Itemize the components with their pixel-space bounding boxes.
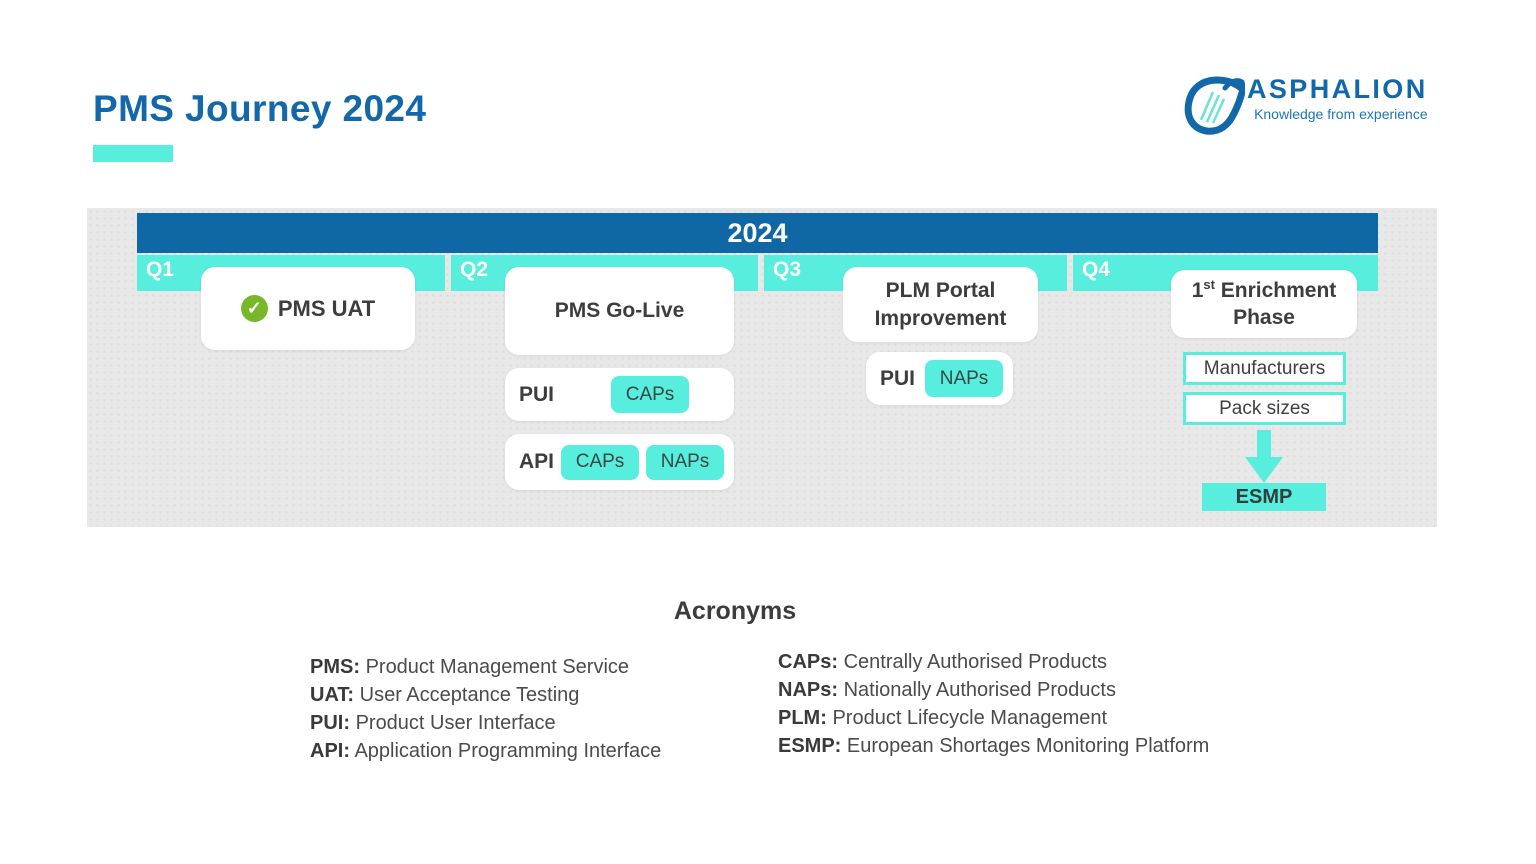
- row-label: PUI: [519, 382, 555, 406]
- acronym-line: CAPs: Centrally Authorised Products: [778, 651, 1108, 673]
- milestone-card-pms-go-live: PMS Go-Live: [505, 267, 734, 355]
- milestone-title: PMS Go-Live: [554, 299, 685, 323]
- page-title: PMS Journey 2024: [93, 88, 427, 129]
- row-card-q2-pui: PUI CAPs: [505, 368, 734, 421]
- milestone-title: 1st Enrichment Phase: [1191, 276, 1337, 329]
- chip-caps: CAPs: [561, 444, 640, 480]
- esmp-target-box: ESMP: [1202, 483, 1326, 511]
- chip-naps: NAPs: [646, 444, 725, 480]
- chip-naps: NAPs: [925, 360, 1004, 397]
- row-label: API: [519, 450, 555, 473]
- logo-wordmark: ASPHALION: [1247, 74, 1428, 104]
- asphalion-swirl-icon: [1181, 76, 1248, 141]
- acronyms-heading: Acronyms: [673, 597, 797, 625]
- row-card-q2-api: API CAPs NAPs: [505, 434, 734, 490]
- down-arrow-icon: [1245, 430, 1283, 488]
- acronym-line: PMS: Product Management Service: [310, 656, 630, 678]
- milestone-title: PMS UAT: [277, 295, 376, 321]
- acronym-line: ESMP: European Shortages Monitoring Plat…: [778, 735, 1210, 757]
- chip-caps: CAPs: [611, 376, 690, 413]
- acronym-line: PLM: Product Lifecycle Management: [778, 707, 1108, 729]
- row-label: PUI: [880, 366, 916, 390]
- logo-text: ASPHALION Knowledge from experience: [1247, 74, 1428, 122]
- milestone-card-pms-uat: ✓ PMS UAT: [201, 267, 415, 350]
- acronyms-right-column: CAPs: Centrally Authorised Products NAPs…: [778, 648, 1209, 760]
- year-bar: 2024: [137, 213, 1378, 253]
- tag-box-pack-sizes: Pack sizes: [1183, 392, 1346, 425]
- milestone-card-plm-portal: PLM Portal Improvement: [843, 267, 1038, 342]
- asphalion-logo: ASPHALION Knowledge from experience: [1181, 74, 1428, 141]
- acronym-line: PUI: Product User Interface: [310, 712, 556, 734]
- milestone-title: PLM Portal Improvement: [874, 279, 1007, 330]
- acronym-line: UAT: User Acceptance Testing: [310, 684, 580, 706]
- timeline-panel: 2024 Q1 Q2 Q3 Q4 ✓ PMS UAT PMS Go-Live P…: [87, 208, 1437, 527]
- title-accent-bar: [93, 145, 173, 162]
- logo-tagline: Knowledge from experience: [1254, 106, 1428, 123]
- acronyms-left-column: PMS: Product Management Service UAT: Use…: [310, 653, 661, 765]
- row-card-q3-pui: PUI NAPs: [866, 352, 1013, 405]
- tag-box-manufacturers: Manufacturers: [1183, 352, 1346, 385]
- check-icon: ✓: [240, 295, 268, 322]
- milestone-card-enrichment-phase: 1st Enrichment Phase: [1171, 270, 1357, 338]
- acronym-line: NAPs: Nationally Authorised Products: [778, 679, 1116, 701]
- acronym-line: API: Application Programming Interface: [310, 740, 662, 762]
